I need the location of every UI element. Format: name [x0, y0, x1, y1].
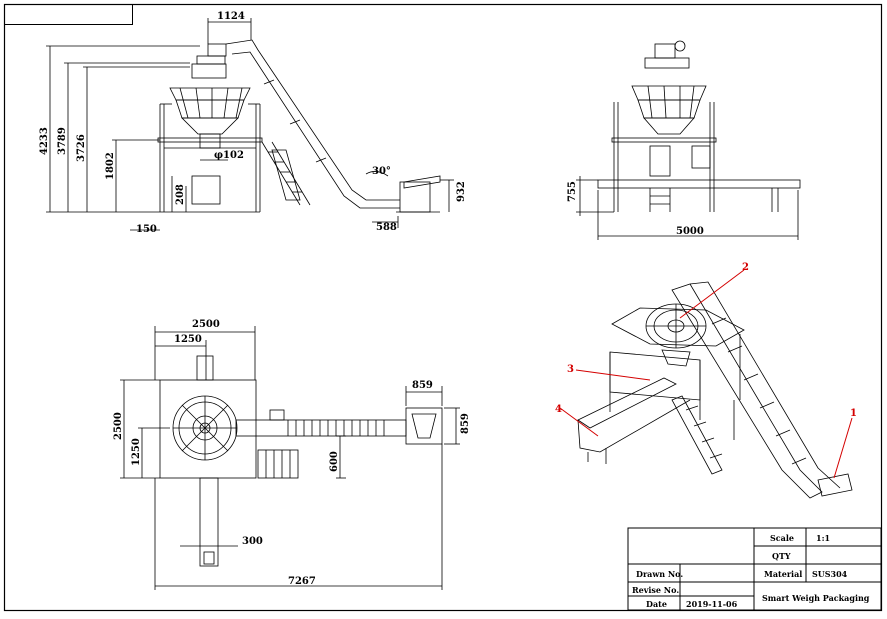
corner-label-box: [4, 4, 133, 25]
dim-total-length: 7267: [288, 576, 316, 587]
revise-label: Revise No.: [632, 585, 679, 595]
dim-side-width: 5000: [676, 226, 704, 237]
callout-2: 2: [742, 262, 749, 273]
top-view: [120, 326, 460, 590]
iso-leader-lines: [559, 269, 853, 479]
dim-conveyor-end: 588: [376, 222, 397, 233]
scale-value: 1:1: [816, 533, 830, 543]
dim-stair-width: 600: [329, 451, 340, 472]
sheet-border: [3, 3, 883, 612]
callout-3: 3: [567, 364, 574, 375]
dim-hopper-depth: 859: [460, 413, 471, 434]
date-label: Date: [646, 599, 667, 609]
dim-top-2500: 2500: [192, 319, 220, 330]
iso-view: [577, 281, 853, 499]
dim-hopper-height: 932: [456, 181, 467, 202]
dim-top-width: 1124: [217, 11, 245, 22]
dim-diameter: φ102: [214, 150, 244, 161]
dim-height-2: 3789: [57, 127, 68, 155]
dim-height-total: 4233: [39, 127, 50, 155]
dim-foot-300: 300: [242, 536, 263, 547]
scale-label: Scale: [770, 533, 794, 543]
dim-angle: 30°: [372, 166, 391, 177]
title-block: [627, 527, 882, 611]
front-view: [46, 18, 454, 231]
dim-hopper-width: 859: [412, 380, 433, 391]
date-value: 2019-11-06: [686, 599, 738, 609]
dim-height-3: 3726: [76, 134, 87, 162]
dim-side-height: 755: [567, 181, 578, 202]
dim-platform-height: 1802: [105, 152, 116, 180]
material-label: Material: [764, 569, 802, 579]
dim-bottom-left: 150: [136, 224, 157, 235]
dim-top-h1250: 1250: [131, 438, 142, 466]
dim-top-h2500: 2500: [113, 412, 124, 440]
side-view: [576, 40, 801, 240]
callout-1: 1: [850, 408, 857, 419]
callout-4: 4: [555, 404, 562, 415]
qty-label: QTY: [772, 551, 791, 561]
drawn-label: Drawn No.: [636, 569, 683, 579]
material-value: SUS304: [812, 569, 848, 579]
product-name: Smart Weigh Packaging: [762, 593, 870, 603]
dim-small-height: 208: [175, 184, 186, 205]
dim-top-1250: 1250: [174, 334, 202, 345]
